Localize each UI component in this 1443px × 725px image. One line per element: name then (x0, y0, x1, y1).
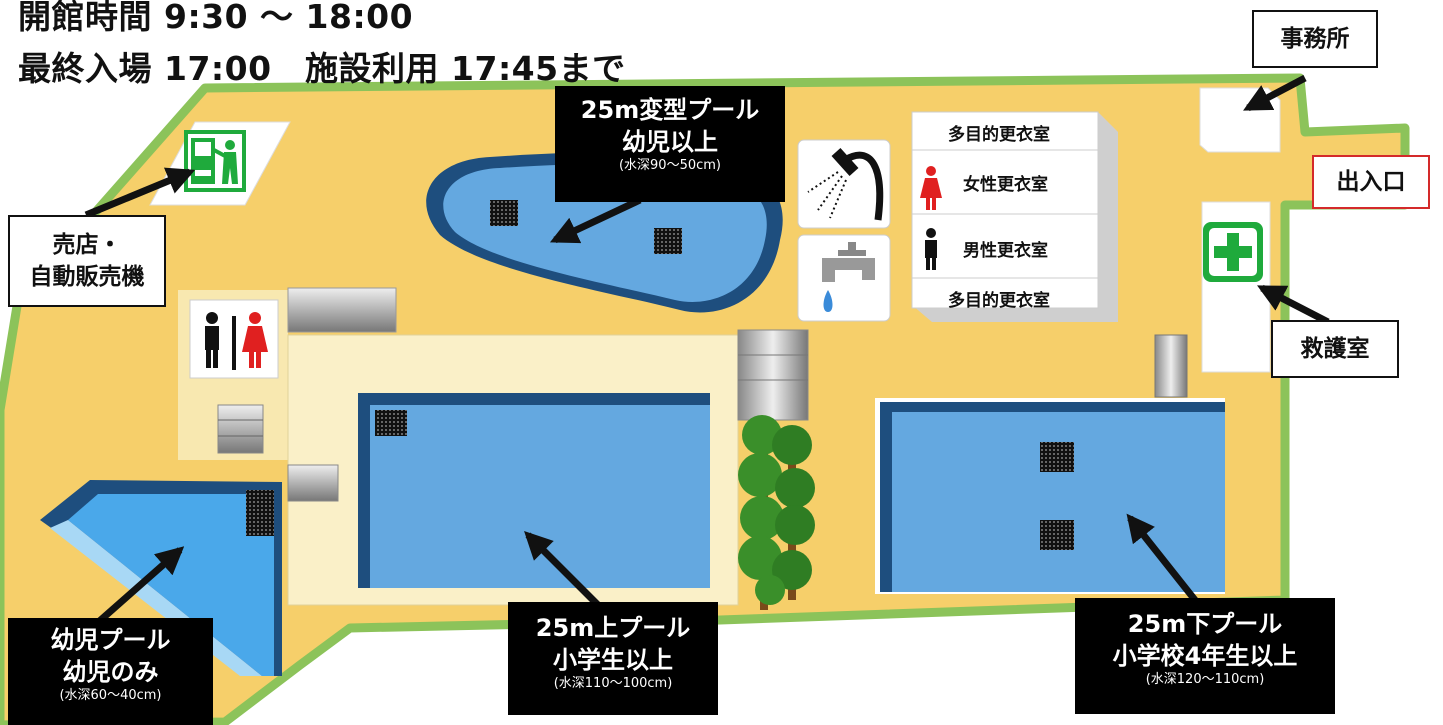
upper-pool-label: 25m上プール 小学生以上 (水深110～100cm) (508, 602, 718, 715)
variant-pool-label: 25m変型プール 幼児以上 (水深90～50cm) (555, 86, 785, 202)
drain-grate-icon (246, 490, 274, 536)
drain-grate-icon (1040, 442, 1074, 472)
office-label: 事務所 (1252, 10, 1378, 68)
women-changing-room: 女性更衣室 (963, 175, 1048, 195)
drain-grate-icon (1040, 520, 1074, 550)
upper-pool (358, 393, 710, 588)
first-aid-label: 救護室 (1271, 320, 1399, 378)
drain-grate-icon (654, 228, 682, 254)
vending-machine-icon (184, 130, 246, 192)
toddler-pool-label: 幼児プール 幼児のみ (水深60～40cm) (8, 618, 213, 725)
opening-hours: 開館時間 9:30 ～ 18:00 (18, 0, 414, 36)
arrow-icon (84, 74, 1330, 628)
changing-rooms-building (911, 111, 1118, 322)
multipurpose-changing-room-top: 多目的更衣室 (948, 125, 1050, 145)
tree-icon (738, 415, 815, 610)
lower-pool-label: 25m下プール 小学校4年生以上 (水深120～110cm) (1075, 598, 1335, 714)
entrance-label: 出入口 (1312, 155, 1430, 209)
restroom-icon (205, 312, 268, 370)
lower-pool (875, 398, 1225, 594)
woman-icon (920, 166, 942, 210)
drain-grate-icon (490, 200, 518, 226)
first-aid-icon (1203, 222, 1263, 282)
men-changing-room: 男性更衣室 (963, 241, 1048, 261)
shower-icon (807, 147, 884, 221)
man-icon (925, 228, 937, 270)
toddler-pool (40, 480, 282, 676)
multipurpose-changing-room-bottom: 多目的更衣室 (948, 291, 1050, 311)
drain-grate-icon (375, 410, 407, 436)
faucet-icon (822, 242, 875, 312)
last-entry-and-usage: 最終入場 17:00 施設利用 17:45まで (18, 49, 626, 88)
shop-label: 売店・ 自動販売機 (8, 215, 166, 307)
